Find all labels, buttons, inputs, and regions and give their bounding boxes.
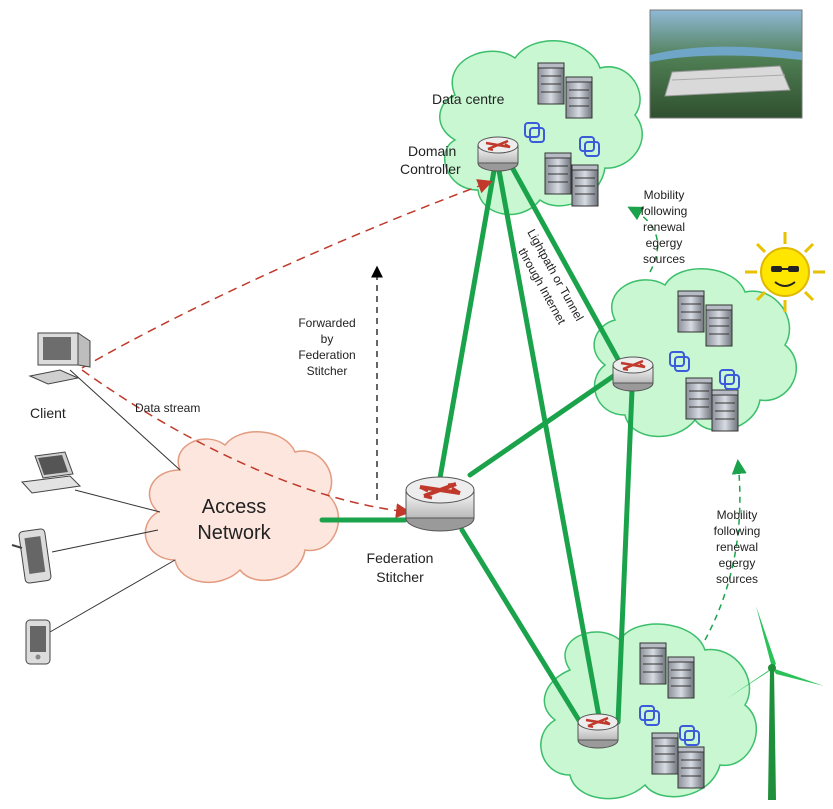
svg-text:egergy: egergy (719, 556, 756, 570)
federation-stitcher-router-icon (405, 476, 475, 532)
lightpath-links (319, 157, 635, 725)
domain-controller-router-icon (476, 135, 520, 173)
client-label: Client (30, 405, 66, 421)
svg-text:renewal: renewal (643, 220, 685, 234)
middle-datacentre-router-icon (611, 355, 655, 393)
svg-text:Stitcher: Stitcher (307, 364, 348, 378)
svg-text:sources: sources (643, 252, 685, 266)
domain-controller-label-line1: Domain (408, 143, 456, 159)
svg-text:following: following (714, 524, 761, 538)
svg-text:renewal: renewal (716, 540, 758, 554)
svg-text:Mobility: Mobility (644, 188, 685, 202)
svg-text:Forwarded: Forwarded (298, 316, 355, 330)
svg-text:egergy: egergy (646, 236, 683, 250)
access-network-label: Access Network (197, 496, 271, 544)
data-centre-label: Data centre (432, 91, 505, 107)
svg-text:by: by (321, 332, 334, 346)
sun-icon (745, 232, 825, 312)
svg-text:Access: Access (202, 496, 266, 518)
svg-text:Federation: Federation (298, 348, 355, 362)
data-stream-paths (81, 179, 493, 519)
mobility-label-top: Mobility following renewal egergy source… (641, 188, 688, 266)
hydroelectric-dam-image (649, 9, 803, 119)
wind-turbine-icon (728, 606, 824, 800)
mobility-label-bottom: Mobility following renewal egergy source… (714, 508, 761, 586)
desktop-computer-icon (28, 332, 91, 385)
forwarded-by-label: Forwarded by Federation Stitcher (298, 316, 355, 378)
svg-text:Stitcher: Stitcher (376, 569, 424, 585)
access-network-cloud (144, 431, 340, 584)
data-stream-label: Data stream (135, 401, 200, 415)
domain-controller-label-line2: Controller (400, 161, 461, 177)
tablet-icon (11, 528, 52, 584)
data-centre-cloud-middle (593, 268, 797, 438)
laptop-icon (20, 451, 82, 494)
svg-text:following: following (641, 204, 688, 218)
client-links (49, 369, 181, 633)
smartphone-icon (25, 619, 51, 665)
svg-text:Network: Network (197, 522, 271, 544)
svg-text:sources: sources (716, 572, 758, 586)
svg-text:Federation: Federation (367, 550, 434, 566)
bottom-datacentre-router-icon (576, 712, 620, 750)
svg-text:Mobility: Mobility (717, 508, 758, 522)
federation-stitcher-label: Federation Stitcher (367, 550, 434, 585)
mobility-arrows (627, 206, 747, 641)
